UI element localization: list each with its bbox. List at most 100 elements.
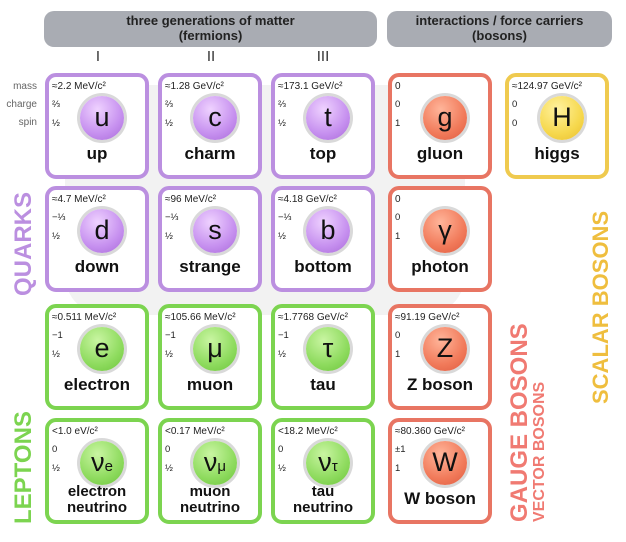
spin-label: spin [18,117,37,128]
particle-name: tau [310,375,336,394]
particle-symbol: d [94,215,110,245]
particle-card-down[interactable]: ≈4.7 MeV/c² −⅓ ½ d down [45,186,149,292]
particle-name: higgs [534,144,580,163]
particle-symbol-badge: τ [306,327,350,371]
charge-value: −1 [278,330,289,341]
charge-value: ⅔ [165,99,173,110]
particle-symbol-badge: t [306,96,350,140]
particle-card-strange[interactable]: ≈96 MeV/c² −⅓ ½ s strange [158,186,262,292]
mass-value: ≈173.1 GeV/c² [278,81,343,92]
particle-card-up[interactable]: ≈2.2 MeV/c² ⅔ ½ u up [45,73,149,179]
spin-value: 0 [512,118,518,129]
spin-value: ½ [165,118,173,129]
particle-symbol: s [208,215,222,245]
mass-label: mass [13,81,37,92]
particle-card-bottom[interactable]: ≈4.18 GeV/c² −⅓ ½ b bottom [271,186,375,292]
particle-card-electron[interactable]: ≈0.511 MeV/c² −1 ½ e electron [45,304,149,410]
particle-card-tau-neutrino[interactable]: <18.2 MeV/c² 0 ½ ντ tau neutrino [271,418,375,524]
mass-value: <1.0 eV/c² [52,426,98,437]
particle-symbol: Z [436,333,454,363]
particle-symbol: c [208,102,222,132]
particle-symbol-badge: W [423,441,467,485]
mass-value: <18.2 MeV/c² [278,426,338,437]
particle-card-w-boson[interactable]: ≈80.360 GeV/c² ±1 1 W W boson [388,418,492,524]
particle-symbol: γ [438,215,452,245]
particle-symbol: ν [91,447,105,477]
spin-value: ½ [52,118,60,129]
particle-card-electron-neutrino[interactable]: <1.0 eV/c² 0 ½ νe electron neutrino [45,418,149,524]
particle-card-photon[interactable]: 0 0 1 γ photon [388,186,492,292]
spin-value: ½ [165,463,173,474]
charge-value: ⅔ [52,99,60,110]
particle-name: Z boson [406,375,474,394]
fermions-header: three generations of matter (fermions) [44,11,377,47]
mass-value: ≈1.28 GeV/c² [165,81,224,92]
spin-value: ½ [278,118,286,129]
spin-value: ½ [278,463,286,474]
charge-value: 0 [395,99,401,110]
mass-value: ≈91.19 GeV/c² [395,312,460,323]
generation-1-label: I [95,48,101,65]
charge-value: 0 [278,444,284,455]
particle-symbol-subscript: μ [217,458,227,475]
particle-symbol-badge: μ [193,327,237,371]
particle-card-muon[interactable]: ≈105.66 MeV/c² −1 ½ μ muon [158,304,262,410]
particle-symbol: b [320,215,336,245]
particle-name: tau neutrino [293,483,353,516]
particle-symbol: ν [318,447,332,477]
particle-card-muon-neutrino[interactable]: <0.17 MeV/c² 0 ½ νμ muon neutrino [158,418,262,524]
particle-name: bottom [294,257,352,276]
particle-symbol: ν [203,447,218,477]
spin-value: ½ [165,349,173,360]
vector-bosons-label: VECTOR BOSONS [531,381,548,522]
particle-card-higgs[interactable]: ≈124.97 GeV/c² 0 0 H higgs [505,73,609,179]
particle-card-top[interactable]: ≈173.1 GeV/c² ⅔ ½ t top [271,73,375,179]
particle-symbol-badge: νe [80,441,124,485]
spin-value: ½ [278,349,286,360]
particle-name: muon [186,375,234,394]
particle-symbol-badge: d [80,209,124,253]
mass-value: ≈105.66 MeV/c² [165,312,236,323]
charge-value: −⅓ [165,212,179,223]
charge-value: ⅔ [278,99,286,110]
particle-name: top [309,144,337,163]
charge-label: charge [6,99,37,110]
particle-card-gluon[interactable]: 0 0 1 g gluon [388,73,492,179]
particle-symbol: u [94,102,110,132]
particle-card-tau[interactable]: ≈1.7768 GeV/c² −1 ½ τ tau [271,304,375,410]
charge-value: 0 [165,444,171,455]
particle-name: charm [184,144,236,163]
spin-value: ½ [278,231,286,242]
particle-symbol: W [432,447,458,477]
bosons-header: interactions / force carriers (bosons) [387,11,612,47]
particle-symbol-badge: νμ [193,441,237,485]
mass-value: ≈0.511 MeV/c² [52,312,117,323]
scalar-bosons-label: SCALAR BOSONS [588,210,613,404]
charge-value: ±1 [395,444,406,455]
charge-value: −1 [165,330,176,341]
particle-symbol-badge: s [193,209,237,253]
particle-symbol-subscript: e [104,458,113,475]
spin-value: 1 [395,118,401,129]
bosons-header-title: interactions / force carriers [415,13,584,28]
mass-value: ≈124.97 GeV/c² [512,81,582,92]
particle-symbol: e [94,333,110,363]
particle-symbol: μ [207,333,223,363]
particle-name: electron [63,375,131,394]
particle-name: up [86,144,108,163]
mass-value: ≈4.18 GeV/c² [278,194,337,205]
charge-value: −⅓ [278,212,292,223]
charge-value: −1 [52,330,63,341]
particle-card-z-boson[interactable]: ≈91.19 GeV/c² 0 1 Z Z boson [388,304,492,410]
mass-value: ≈4.7 MeV/c² [52,194,106,205]
particle-symbol: H [552,102,572,132]
charge-value: −⅓ [52,212,66,223]
particle-name: gluon [416,144,464,163]
particle-card-charm[interactable]: ≈1.28 GeV/c² ⅔ ½ c charm [158,73,262,179]
fermions-header-title: three generations of matter [126,13,295,28]
particle-symbol-badge: c [193,96,237,140]
spin-value: 1 [395,231,401,242]
particle-symbol: g [437,102,453,132]
mass-value: 0 [395,81,401,92]
particle-symbol-subscript: τ [331,458,338,475]
